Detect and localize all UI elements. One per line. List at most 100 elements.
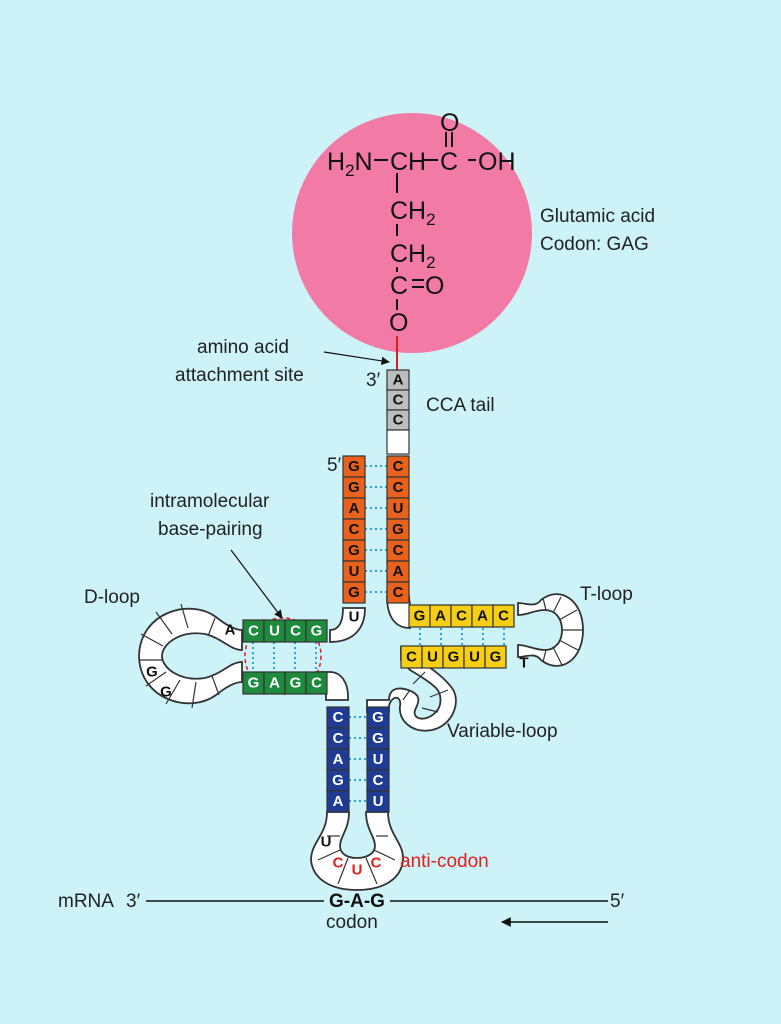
- d-stem-bottom-base-3: G: [284, 671, 307, 695]
- loops: [138, 593, 584, 891]
- d-connector-letter-u: U: [349, 609, 360, 626]
- d-loop-label: D-loop: [84, 587, 140, 608]
- anticodon-stem-left-box-5: [326, 790, 350, 813]
- cca-base-3: C: [386, 409, 410, 431]
- t-stem-top-base-1: G: [408, 604, 431, 628]
- loop-ticks: [139, 596, 583, 885]
- d-stem-bottom-base-1: G: [242, 671, 265, 695]
- cca-letter-1: A: [393, 372, 404, 389]
- t-stem-bottom-letter-2: U: [427, 649, 438, 666]
- t-stem-bottom-base-3: G: [442, 645, 465, 669]
- t-stem-top-letter-3: C: [456, 608, 467, 625]
- acceptor-3p-base-5: C: [386, 539, 410, 562]
- d-stem-bottom-letter-4: C: [311, 675, 322, 692]
- mrna-three-prime: 3′: [126, 891, 141, 912]
- t-stem-top-base-3: C: [450, 604, 473, 628]
- acceptor-3p-box-7: [386, 581, 410, 604]
- d-loop-shape: [138, 607, 243, 705]
- svg-text:CH2: CH2: [390, 197, 436, 229]
- d-loop-letter-g1: G: [146, 664, 158, 681]
- svg-text:CH2: CH2: [390, 240, 436, 272]
- anticodon-stem-right-letter-1: G: [372, 709, 384, 726]
- t-stem-bottom-base-2: U: [421, 645, 444, 669]
- t-stem-bottom-letter-3: G: [448, 649, 460, 666]
- ch2-lower: CH: [390, 240, 426, 268]
- t-loop-label: T-loop: [580, 584, 633, 605]
- d-stem-bottom-base-2: A: [263, 671, 286, 695]
- d-stem-top-base-4: G: [305, 619, 328, 643]
- t-stem-top-letter-1: G: [414, 608, 426, 625]
- anticodon-stem-right-base-5: U: [366, 790, 390, 813]
- t-stem-bottom-base-4: U: [463, 645, 486, 669]
- acceptor-3p-base-2: C: [386, 476, 410, 499]
- acceptor-3p-letter-4: G: [392, 521, 404, 538]
- acceptor-3p-base-1: C: [386, 455, 410, 478]
- anticodon-stem-right-letter-2: G: [372, 730, 384, 747]
- anticodon-stem-left-letter-5: A: [333, 793, 344, 810]
- d-stem-top-base-3: C: [284, 619, 307, 643]
- t-stem-bottom-letter-4: U: [469, 649, 480, 666]
- d-stem-bottom-box-4: [305, 671, 328, 695]
- anticodon-base-3: C: [371, 855, 382, 872]
- acceptor-3p-base-7: C: [386, 581, 410, 604]
- acceptor-5p-letter-4: C: [349, 521, 360, 538]
- acceptor-5p-base-7: G: [342, 581, 366, 604]
- h2n-h: H: [327, 148, 345, 176]
- d-stem-top-base-2: U: [263, 619, 286, 643]
- anticodon-stem-right-base-1: G: [366, 706, 390, 729]
- t-stem-top-box-5: [492, 604, 515, 628]
- anticodon-stem-right-letter-5: U: [373, 793, 384, 810]
- anti-codon-label: anti-codon: [400, 851, 489, 872]
- anticodon-stem-left-letter-2: C: [333, 730, 344, 747]
- molecule-bonds: [374, 132, 476, 310]
- amino-acid-circle: [292, 113, 532, 353]
- cca-base-1: A: [386, 369, 410, 391]
- molecule-text: H2N CH C OH O CH2 CH2 C O O: [327, 109, 516, 337]
- cca-tail-label: CCA tail: [426, 395, 495, 416]
- t-loop-letter-t: T: [519, 655, 528, 672]
- acceptor-5p-letter-6: U: [349, 563, 360, 580]
- ester-double-oxygen: O: [425, 272, 444, 300]
- anticodon-stem-right-base-3: U: [366, 748, 390, 771]
- d-stem-top-letter-4: G: [311, 623, 323, 640]
- acceptor-3p-letter-3: U: [393, 500, 404, 517]
- t-stem-top-letter-4: A: [477, 608, 488, 625]
- anticodon-stem-left-letter-4: G: [332, 772, 344, 789]
- mrna-codon: G-A-G: [329, 891, 385, 912]
- ch2-upper: CH: [390, 197, 426, 225]
- acceptor-5p-base-2: G: [342, 476, 366, 499]
- t-stem-bottom-letter-5: G: [490, 649, 502, 666]
- anticodon-loop-letter-u: U: [321, 834, 332, 851]
- t-stem-bottom-base-1: C: [400, 645, 423, 669]
- acceptor-3p-letter-1: C: [393, 458, 404, 475]
- ch-group: CH: [390, 148, 426, 176]
- anticodon-stem-left-letter-3: A: [333, 751, 344, 768]
- t-stem-bottom-base-5: G: [484, 645, 507, 669]
- t-stem-top-letter-5: C: [498, 608, 509, 625]
- t-stem-bottom-box-5: [484, 645, 507, 669]
- h2n-subscript: 2: [345, 161, 354, 180]
- anticodon-stem-left-letter-1: C: [333, 709, 344, 726]
- anticodon-stem-left-base-1: C: [326, 706, 350, 729]
- t-stem-top-base-4: A: [471, 604, 494, 628]
- intramolecular-arrow: [230, 549, 283, 619]
- mrna-label: mRNA: [58, 891, 114, 912]
- anticodon-stem-left-base-2: C: [326, 727, 350, 750]
- d-loop-letter-g2: G: [160, 684, 172, 701]
- ch2-lower-subscript: 2: [426, 253, 435, 272]
- d-stem-top-box-4: [305, 619, 328, 643]
- d-loop-letter-a: A: [225, 622, 236, 639]
- cca-base-2: C: [386, 389, 410, 411]
- ch2-upper-subscript: 2: [426, 210, 435, 229]
- attachment-label-line1: amino acid: [197, 337, 289, 358]
- acceptor-5p-letter-5: G: [348, 542, 360, 559]
- t-stem-bottom-letter-1: C: [406, 649, 417, 666]
- anticodon-stem-left-base-3: A: [326, 748, 350, 771]
- cca-letter-2: C: [393, 392, 404, 409]
- acceptor-3p-letter-2: C: [393, 479, 404, 496]
- acceptor-5p-base-3: A: [342, 497, 366, 520]
- t-stem-top-base-5: C: [492, 604, 515, 628]
- mrna-five-prime: 5′: [610, 891, 625, 912]
